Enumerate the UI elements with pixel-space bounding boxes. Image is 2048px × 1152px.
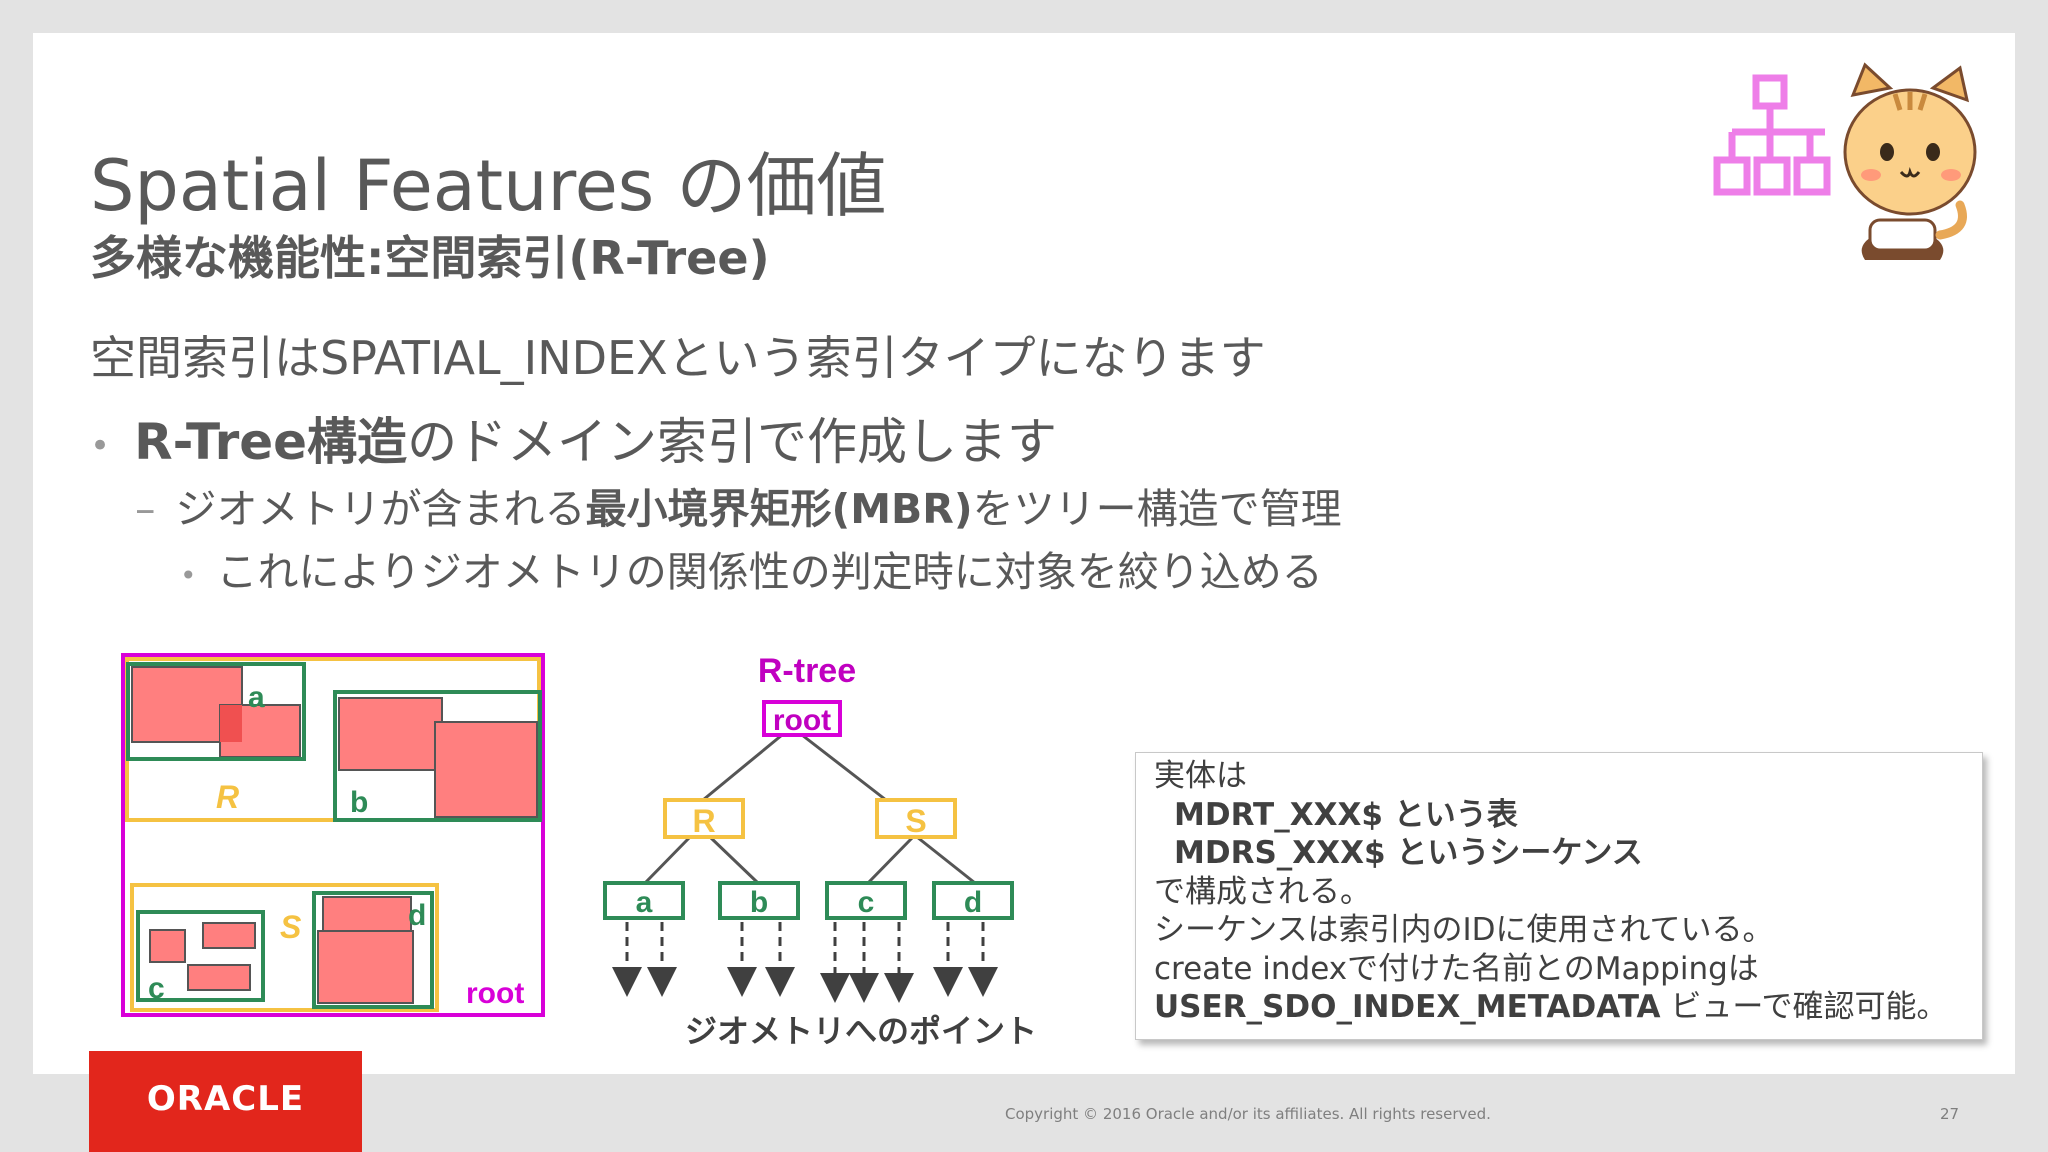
mbr-d-box <box>312 891 434 1009</box>
label-b: b <box>350 786 368 819</box>
mbr-b-box <box>333 690 542 822</box>
info-line6: create indexで付けた名前とのMappingは <box>1154 950 1759 987</box>
geom-c2 <box>202 922 256 949</box>
tree-root-label: root <box>773 704 831 737</box>
tree-label-c: c <box>858 886 875 919</box>
bullet-marker: • <box>90 425 111 466</box>
bullet2-post: をツリー構造で管理 <box>972 485 1342 533</box>
page-number: 27 <box>1940 1105 1960 1123</box>
rtree-logo-icon <box>1713 74 1831 196</box>
label-c: c <box>148 972 165 1005</box>
tree-panel: R-tree root R S a b c d <box>603 652 1037 1049</box>
mbr-S-box <box>130 883 439 1012</box>
bullet3-text: これによりジオメトリの関係性の判定時に対象を絞り込める <box>216 548 1323 596</box>
tree-node-S <box>875 798 957 839</box>
mbr-root-box <box>121 653 545 1017</box>
tree-label-S: S <box>905 803 926 839</box>
tree-node-b <box>718 881 800 920</box>
copyright-text: Copyright © 2016 Oracle and/or its affil… <box>1005 1105 1491 1123</box>
tree-node-c <box>825 881 907 920</box>
geom-c3 <box>187 964 251 991</box>
info-line7: USER_SDO_INDEX_METADATA ビューで確認可能。 <box>1154 988 1964 1027</box>
info-line2: MDRT_XXX$ という表 <box>1174 796 1518 833</box>
info-line5: シーケンスは索引内のIDに使用されている。 <box>1154 912 1774 948</box>
geom-c1 <box>149 929 186 963</box>
bullet-level2: –ジオメトリが含まれる最小境界矩形(MBR)をツリー構造で管理 <box>135 475 1342 535</box>
tree-label-a: a <box>636 886 653 919</box>
geometry-pointers <box>612 922 998 1003</box>
tree-label-b: b <box>750 886 768 919</box>
rtree-diagram: a b c d R S root R-tree root R S a b c d <box>121 652 1037 1049</box>
label-d: d <box>408 899 426 932</box>
geom-b2 <box>434 721 538 818</box>
info-line3: MDRS_XXX$ というシーケンス <box>1174 835 1643 871</box>
info-line4: で構成される。 <box>1154 873 1371 910</box>
tree-label-R: R <box>692 803 715 839</box>
tree-node-R <box>663 798 745 839</box>
label-a: a <box>248 681 265 714</box>
bullet2-bold: 最小境界矩形(MBR) <box>585 485 973 533</box>
geom-d1 <box>322 896 412 933</box>
tree-node-d <box>932 881 1014 920</box>
label-root: root <box>466 977 524 1010</box>
bullet1-rest: のドメイン索引で作成します <box>407 413 1058 471</box>
tree-title: R-tree <box>758 652 856 690</box>
cat-body <box>1843 62 1977 260</box>
mbr-c-box <box>136 910 265 1002</box>
info-box: 実体は MDRT_XXX$ という表 MDRS_XXX$ というシーケンス で構… <box>1135 752 1983 1040</box>
bullet-marker: • <box>180 558 197 592</box>
mbr-a-box <box>126 662 306 761</box>
label-S: S <box>280 909 302 945</box>
info-line7-bold: USER_SDO_INDEX_METADATA <box>1154 989 1661 1025</box>
cat-mascot-icon <box>1713 62 1977 260</box>
slide-title: Spatial Features の価値 <box>90 145 887 227</box>
geom-b1 <box>338 697 443 771</box>
geom-d2 <box>317 930 414 1004</box>
mbr-panel: a b c d R S root <box>121 653 545 1017</box>
bullet-level3: • これによりジオメトリの関係性の判定時に対象を絞り込める <box>180 538 1323 598</box>
oracle-logo-text: ORACLE <box>146 1079 305 1119</box>
label-R: R <box>216 779 239 815</box>
geom-a-overlap <box>220 705 242 742</box>
dash-marker: – <box>135 485 156 533</box>
intro-text: 空間索引はSPATIAL_INDEXという索引タイプになります <box>90 331 1266 385</box>
bullet2-pre: ジオメトリが含まれる <box>175 485 586 533</box>
tree-label-d: d <box>964 886 982 919</box>
info-line1: 実体は <box>1154 758 1247 794</box>
tree-node-a <box>603 881 685 920</box>
oracle-logo: ORACLE <box>89 1051 362 1152</box>
slide-subtitle: 多様な機能性:空間索引(R-Tree) <box>90 231 770 285</box>
tree-caption: ジオメトリへのポイント <box>685 1013 1037 1049</box>
tree-root-node <box>762 700 842 737</box>
bullet1-bold: R-Tree構造 <box>134 413 408 471</box>
bullet-level1: • R-Tree構造のドメイン索引で作成します <box>90 402 1057 474</box>
info-line7-rest: ビューで確認可能。 <box>1660 989 1948 1025</box>
